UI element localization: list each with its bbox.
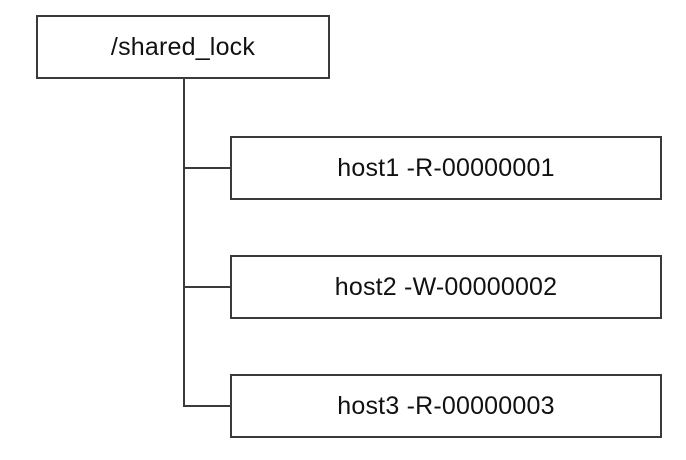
child-node-host1: host1 -R-00000001 [230, 136, 662, 200]
child-node-label: host2 -W-00000002 [334, 272, 558, 301]
child-node-label: host3 -R-00000003 [337, 391, 555, 420]
branch-connector-host2 [183, 286, 230, 288]
child-node-host2: host2 -W-00000002 [230, 255, 662, 319]
tree-trunk-connector [183, 79, 185, 406]
root-node-shared-lock: /shared_lock [36, 15, 330, 79]
root-node-label: /shared_lock [110, 32, 256, 61]
branch-connector-host3 [183, 405, 230, 407]
branch-connector-host1 [183, 167, 230, 169]
child-node-host3: host3 -R-00000003 [230, 374, 662, 438]
child-node-label: host1 -R-00000001 [337, 153, 555, 182]
